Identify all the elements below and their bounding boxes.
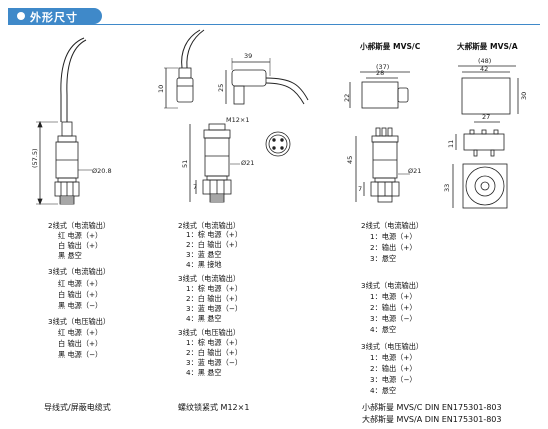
wiring-line: 3：悬空 (370, 254, 397, 263)
dim-11-label: 11 (447, 139, 455, 148)
wiring-line: 1：棕 电源（+） (186, 338, 243, 347)
wiring-line: 2：白 输出（+） (186, 348, 243, 357)
dim-48-label: (48) (478, 57, 492, 65)
wiring-line: 黑 电源（−） (58, 301, 103, 310)
wiring-line: 黑 电源（−） (58, 350, 103, 359)
dim-thread-label: M12×1 (226, 116, 250, 124)
dim-37-label: (37) (376, 63, 390, 71)
wiring-line: 4：悬空 (370, 386, 397, 395)
wiring-line: 红 电源（+） (58, 279, 103, 288)
dim-33-label: 33 (443, 183, 451, 192)
caption-din-large: 大郝斯曼 MVS/A DIN EN175301-803 (362, 415, 502, 424)
group-title: 2线式（电流输出） (48, 221, 111, 230)
group-title: 3线式（电压输出） (361, 342, 424, 351)
wiring-line: 白 输出（+） (58, 241, 103, 250)
wiring-line: 4：黑 悬空 (186, 314, 222, 323)
section-title: 外形尺寸 (30, 11, 78, 24)
m12-sensor-drawing (164, 29, 309, 203)
wiring-line: 3：电源（−） (370, 375, 417, 384)
wiring-line: 1：电源（+） (370, 353, 417, 362)
header-rule (8, 24, 540, 25)
wiring-line: 白 输出（+） (58, 290, 103, 299)
dim-height-label: (57.5) (31, 148, 39, 168)
wiring-line: 2：输出（+） (370, 303, 417, 312)
wiring-line: 4：黑 悬空 (186, 368, 222, 377)
dim-22-label: 22 (343, 93, 351, 102)
group-title: 2线式（电流输出） (178, 221, 241, 230)
dim-28-label: 28 (376, 69, 385, 77)
group-title: 3线式（电压输出） (48, 317, 111, 326)
caption-din-small: 小郝斯曼 MVS/C DIN EN175301-803 (362, 403, 502, 412)
wiring-line: 白 输出（+） (58, 339, 103, 348)
wiring-line: 3：电源（−） (370, 314, 417, 323)
wiring-line: 4：黑 接地 (186, 260, 222, 269)
dim-39-label: 39 (244, 52, 253, 60)
dim-7-label: 7 (358, 185, 363, 193)
small-din-label: 小郝斯曼 MVS/C (360, 42, 421, 51)
caption-m12-type: 螺纹锁紧式 M12×1 (178, 403, 250, 412)
wiring-line: 1：电源（+） (370, 292, 417, 301)
din-sensor-drawing (349, 65, 519, 209)
dim-21-label: Ø21 (241, 159, 255, 167)
bullet-dot-icon (17, 12, 25, 20)
wiring-line: 3：蓝 电源（−） (186, 304, 243, 313)
group-title: 3线式（电压输出） (178, 328, 241, 337)
dim-7-label: 7 (193, 183, 198, 191)
dim-diameter-label: Ø20.8 (92, 167, 112, 175)
wiring-line: 3：蓝 悬空 (186, 250, 222, 259)
cable-sensor-drawing (36, 37, 92, 206)
dim-27-label: 27 (482, 113, 491, 121)
wiring-line: 2：白 输出（+） (186, 294, 243, 303)
wiring-line: 黑 悬空 (58, 251, 82, 260)
dim-30-label: 30 (520, 91, 528, 100)
wiring-line: 1：棕 电源（+） (186, 230, 243, 239)
group-title: 3线式（电流输出） (361, 281, 424, 290)
large-din-label: 大郝斯曼 MVS/A (457, 42, 518, 51)
dim-25-label: 25 (217, 83, 225, 92)
wiring-line: 1：电源（+） (370, 232, 417, 241)
wiring-line: 2：输出（+） (370, 243, 417, 252)
group-title: 2线式（电流输出） (361, 221, 424, 230)
section-header-tab: 外形尺寸 (8, 8, 102, 24)
wiring-line: 1：棕 电源（+） (186, 284, 243, 293)
wiring-line: 红 电源（+） (58, 231, 103, 240)
group-title: 3线式（电流输出） (48, 267, 111, 276)
wiring-line: 红 电源（+） (58, 328, 103, 337)
wiring-line: 2：白 输出（+） (186, 240, 243, 249)
dim-42-label: 42 (480, 65, 489, 73)
dim-45-label: 45 (346, 155, 354, 164)
wiring-line: 4：悬空 (370, 325, 397, 334)
caption-cable-type: 导线式/屏蔽电缆式 (44, 403, 111, 412)
group-title: 3线式（电流输出） (178, 274, 241, 283)
dim-21-label: Ø21 (408, 167, 422, 175)
dim-10-label: 10 (157, 84, 165, 93)
wiring-line: 2：输出（+） (370, 364, 417, 373)
wiring-line: 3：蓝 电源（−） (186, 358, 243, 367)
dim-51-label: 51 (181, 159, 189, 168)
